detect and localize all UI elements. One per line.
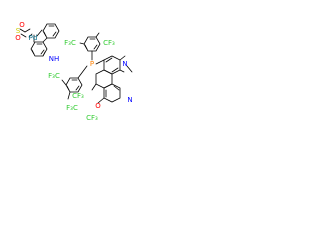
cf3-label-3: CF₃ (86, 114, 98, 122)
palladium-label: Pd (29, 34, 38, 42)
amine-label: NH (49, 55, 60, 63)
f3c-label-2: F₃C (48, 72, 60, 80)
sulfur-label: S (16, 27, 21, 35)
oxygen-label-top: O (19, 21, 25, 29)
oxygen-label-left: O (15, 34, 21, 42)
cf3-label-1: CF₃ (103, 39, 115, 47)
oxygen-label-bottom: O (95, 102, 101, 110)
bond-lines (19, 23, 60, 57)
phosphine-ligand-fragment: F₃C CF₃ P N F₃C CF₃ N F₃C O CF₃ (48, 32, 133, 122)
bond-lines (61, 32, 133, 104)
nitrogen-label-1: N (122, 60, 127, 68)
phosphorus-label: P (90, 60, 94, 68)
cf3-label-2: CF₃ (72, 92, 84, 100)
chemical-structure: O S O Pd NH (15, 21, 133, 122)
nitrogen-label-2: N (127, 96, 132, 104)
palladacycle-fragment: O S O Pd NH (15, 21, 60, 63)
f3c-label-3: F₃C (66, 104, 78, 112)
f3c-label-1: F₃C (64, 39, 76, 47)
